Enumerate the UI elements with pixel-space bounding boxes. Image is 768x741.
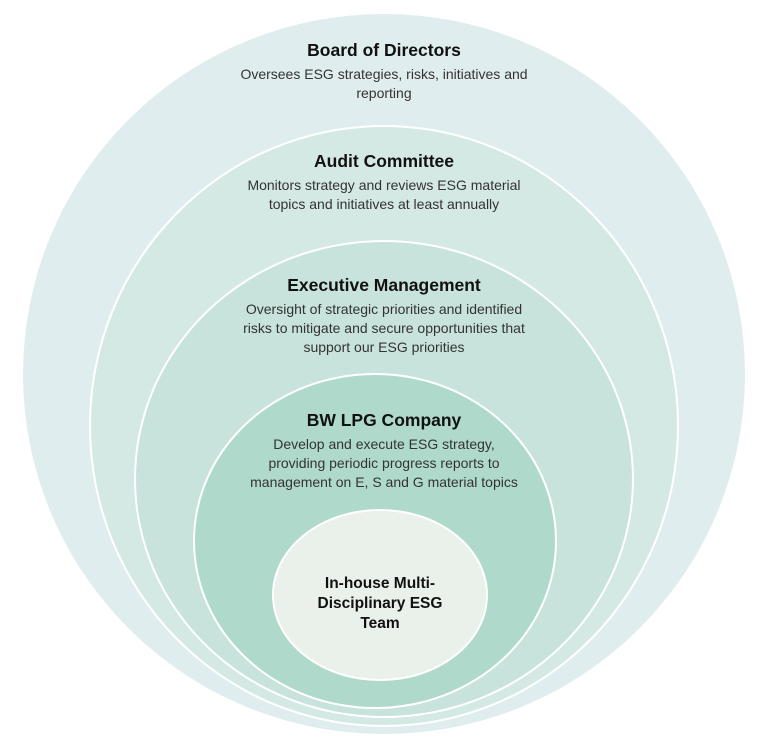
executive-management-description: Oversight of strategic priorities and id…: [243, 301, 525, 355]
bw-lpg-company-description: Develop and execute ESG strategy, provid…: [250, 436, 518, 490]
esg-team-label: In-house Multi- Disciplinary ESG Team: [290, 574, 470, 634]
executive-management-label: Executive Management Oversight of strate…: [174, 273, 594, 357]
audit-committee-title: Audit Committee: [314, 151, 454, 171]
board-of-directors-label: Board of Directors Oversees ESG strategi…: [174, 38, 594, 103]
audit-committee-label: Audit Committee Monitors strategy and re…: [174, 149, 594, 214]
circle-esg-team: [272, 509, 488, 681]
esg-team-title: In-house Multi- Disciplinary ESG Team: [317, 575, 443, 632]
board-of-directors-title: Board of Directors: [307, 40, 461, 60]
board-of-directors-description: Oversees ESG strategies, risks, initiati…: [240, 66, 528, 101]
bw-lpg-company-label: BW LPG Company Develop and execute ESG s…: [174, 408, 594, 492]
audit-committee-description: Monitors strategy and reviews ESG materi…: [247, 177, 521, 212]
bw-lpg-company-title: BW LPG Company: [306, 410, 462, 430]
executive-management-title: Executive Management: [287, 275, 481, 295]
